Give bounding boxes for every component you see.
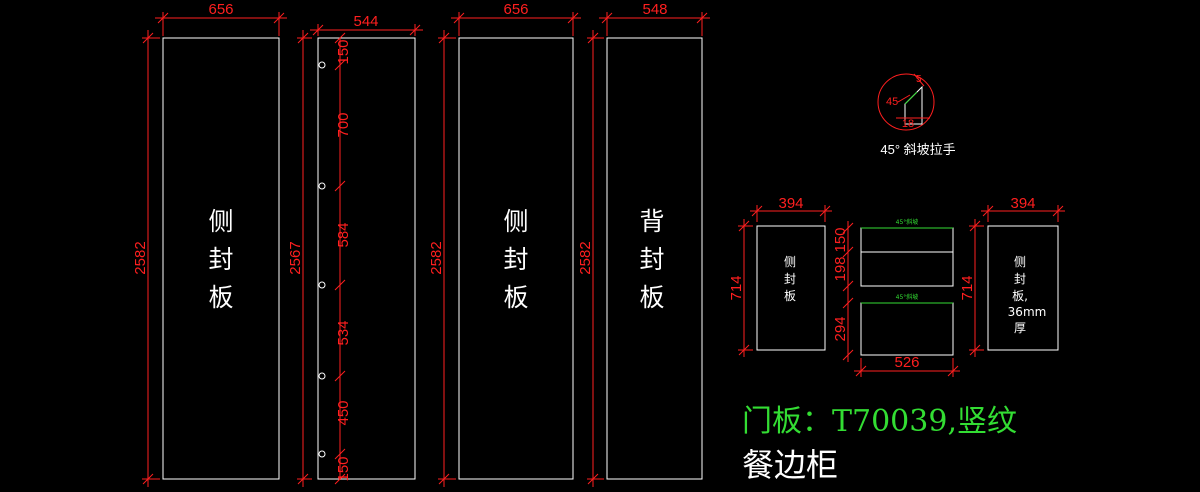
handle-detail: 45 18 5 45° 斜坡拉手 — [877, 73, 956, 157]
height-dimension — [738, 219, 753, 357]
panel-outline — [756, 225, 826, 351]
panel-side-holes: 544 2567 150 700 584 534 450 150 — [287, 13, 423, 487]
hole-spacing-dimension — [334, 32, 346, 485]
shelf-hole — [318, 372, 326, 380]
segment-value-3: 584 — [335, 222, 352, 247]
panel-label-1: 背 — [639, 207, 664, 236]
panel-outline — [606, 37, 703, 480]
panel-label-3: 板 — [208, 283, 233, 312]
height-value: 2567 — [287, 241, 304, 274]
door-spec-caption: 门板：T70039,竖纹 — [742, 404, 1017, 439]
width-dimension — [981, 205, 1065, 222]
handle-caption: 45° 斜坡拉手 — [880, 142, 955, 157]
height-dimension — [587, 30, 604, 487]
panel-outline — [987, 225, 1059, 351]
height-value: 2582 — [132, 241, 149, 274]
height-value: 714 — [728, 275, 745, 300]
width-value: 656 — [208, 1, 233, 18]
door-height-1: 150 — [832, 227, 849, 252]
door-panel-bottom — [860, 302, 954, 356]
segment-value-6: 150 — [335, 456, 352, 481]
panel-label-3: 板 — [784, 289, 796, 303]
height-dimension — [438, 30, 456, 487]
door-panel-top — [860, 227, 954, 253]
height-value: 714 — [959, 275, 976, 300]
bevel-line — [904, 91, 918, 105]
panel-label-2: 封 — [784, 272, 796, 286]
panel-label-1: 侧 — [208, 207, 233, 236]
cabinet-right-side: 394 714 侧 封 板, 36mm 厚 — [959, 195, 1065, 357]
panel-label-4: 36mm — [1008, 305, 1047, 319]
panel-outline — [317, 37, 416, 480]
segment-value-4: 534 — [335, 320, 352, 345]
door-height-3: 294 — [832, 316, 849, 341]
panel-outline — [162, 37, 280, 480]
panel-back: 548 2582 背 封 板 — [577, 1, 710, 487]
cabinet-doors: 45°斜坡 45°斜坡 150 198 294 526 — [832, 218, 960, 377]
width-dimension — [750, 205, 832, 222]
detail-circle — [877, 73, 935, 131]
door-panel-middle — [860, 251, 954, 287]
panel-side-right: 656 2582 侧 封 板 — [428, 1, 581, 487]
width-dimension — [599, 12, 710, 36]
angle-leader — [897, 94, 911, 103]
top-leader — [913, 73, 925, 87]
shelf-hole — [318, 281, 326, 289]
segment-value-2: 700 — [335, 112, 352, 137]
panel-outline — [458, 37, 574, 480]
panel-label-1: 侧 — [784, 255, 796, 269]
cabinet-left-side: 394 714 侧 封 板 — [728, 195, 832, 357]
width-dimension — [451, 12, 581, 36]
height-value: 2582 — [428, 241, 445, 274]
panel-side-left: 656 2582 侧 封 板 — [132, 1, 287, 487]
shelf-hole — [318, 182, 326, 190]
panel-label-1: 侧 — [1014, 255, 1026, 269]
shelf-hole — [318, 61, 326, 69]
width-dimension — [310, 24, 423, 36]
panel-label-2: 封 — [503, 245, 528, 274]
segment-value-5: 450 — [335, 400, 352, 425]
width-value: 544 — [353, 13, 378, 30]
panel-label-3: 板 — [503, 283, 528, 312]
width-value: 548 — [642, 1, 667, 18]
width-value: 394 — [778, 195, 803, 212]
width-dimension — [155, 12, 287, 36]
bevel-note-top: 45°斜坡 — [896, 218, 919, 226]
width-value: 656 — [503, 1, 528, 18]
panel-label-2: 封 — [208, 245, 233, 274]
top-value: 5 — [916, 74, 922, 85]
panel-label-3: 板, — [1012, 289, 1028, 303]
height-dimension — [297, 30, 312, 487]
panel-label-2: 封 — [639, 245, 664, 274]
handle-profile — [904, 85, 923, 125]
height-dimension — [142, 30, 160, 487]
width-value: 394 — [1010, 195, 1035, 212]
product-name-caption: 餐边柜 — [742, 446, 839, 484]
door-width-dimension — [854, 358, 960, 377]
door-height-dimension — [842, 221, 854, 362]
door-width-value: 526 — [894, 354, 919, 371]
panel-label-2: 封 — [1014, 272, 1026, 286]
segment-value-1: 150 — [335, 39, 352, 64]
panel-label-1: 侧 — [503, 207, 528, 236]
panel-label-5: 厚 — [1014, 321, 1026, 335]
height-value: 2582 — [577, 241, 594, 274]
shelf-hole — [318, 450, 326, 458]
angle-value: 45 — [886, 96, 898, 108]
height-dimension — [969, 219, 984, 357]
panel-label-3: 板 — [639, 283, 664, 312]
depth-value: 18 — [902, 118, 914, 130]
door-height-2: 198 — [832, 256, 849, 281]
bevel-note-bottom: 45°斜坡 — [896, 293, 919, 301]
